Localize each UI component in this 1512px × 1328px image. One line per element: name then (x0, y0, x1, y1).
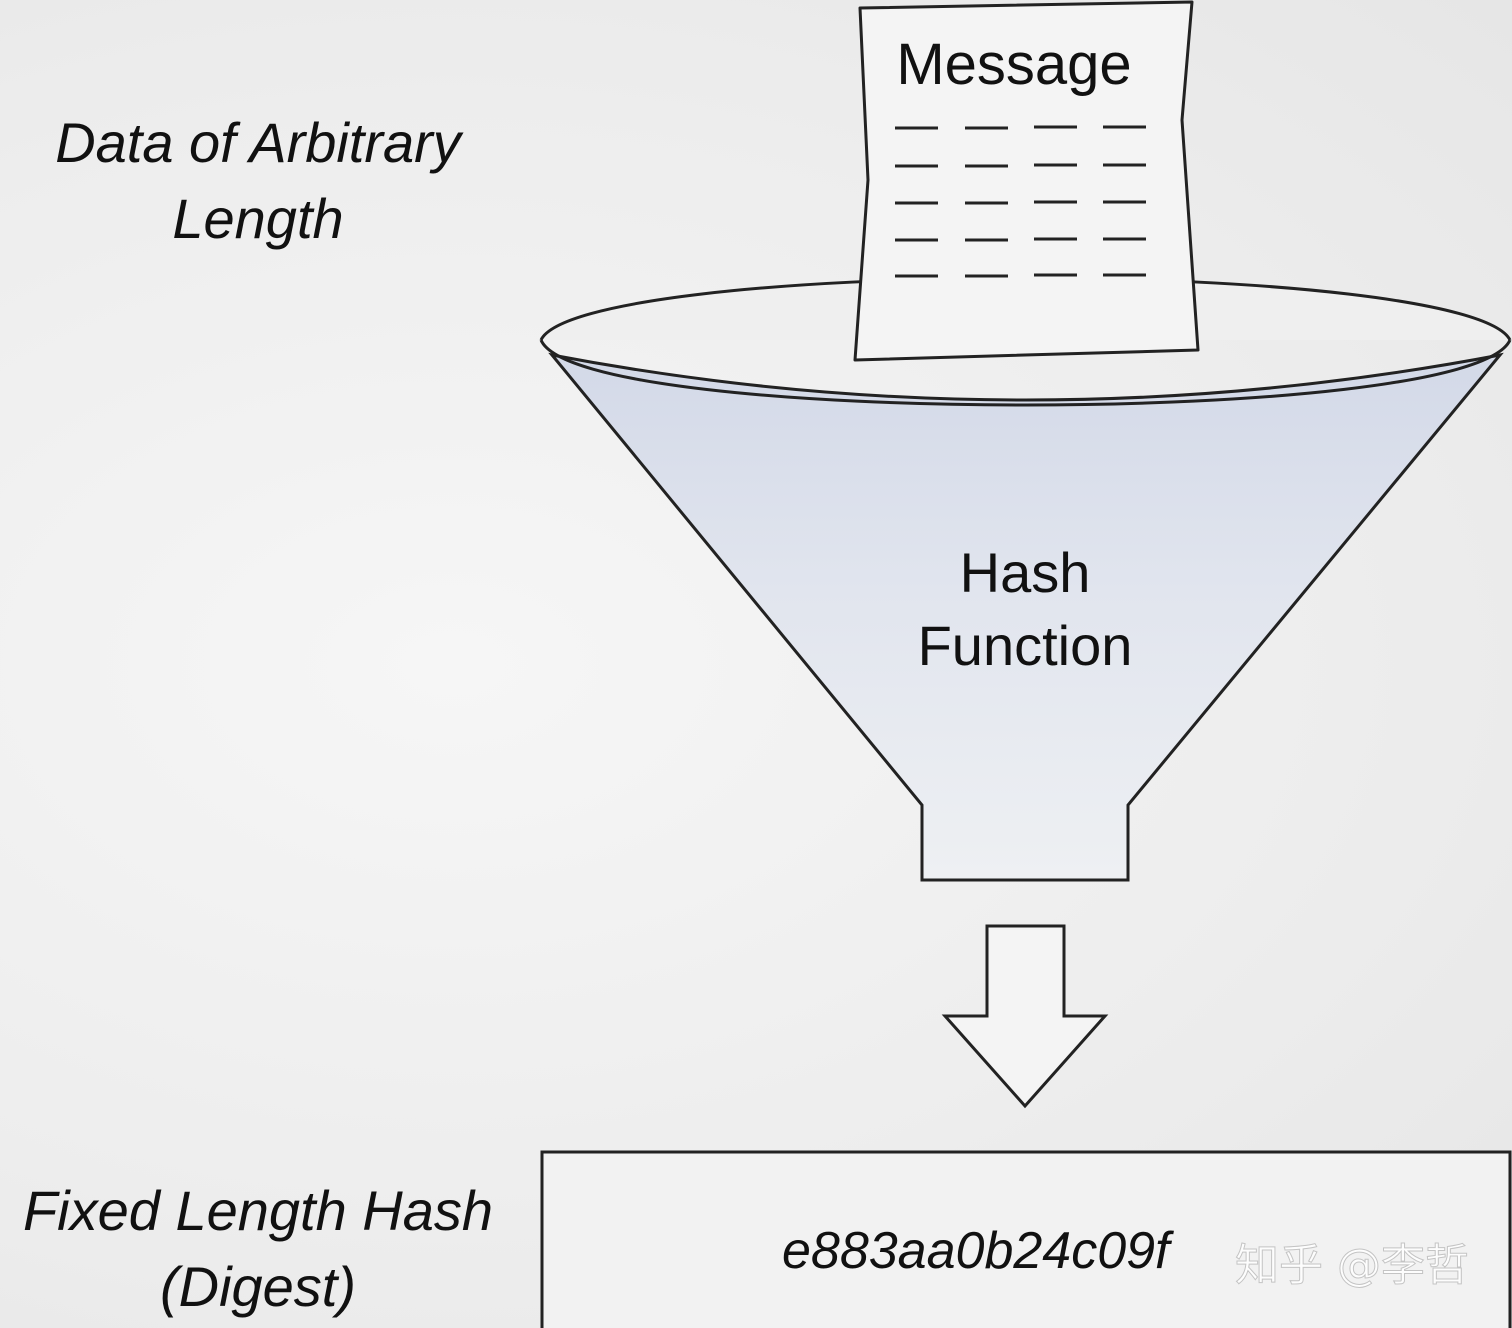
output-label-line2: (Digest) (160, 1255, 356, 1318)
down-arrow-icon (941, 924, 1109, 1109)
message-document: Message (853, 0, 1200, 362)
function-label-line2: Function (918, 614, 1133, 677)
watermark-text: 知乎 @李哲 (1235, 1240, 1469, 1291)
digest-box (540, 1150, 1512, 1328)
input-label-line1: Data of Arbitrary (55, 111, 464, 174)
message-label: Message (896, 32, 1131, 97)
message-text-lines (895, 125, 1146, 278)
output-label-line1: Fixed Length Hash (23, 1179, 493, 1242)
input-label-line2: Length (172, 187, 343, 250)
funnel-rim-front (539, 339, 1512, 407)
digest-value: e883aa0b24c09f (782, 1222, 1174, 1280)
message-paper (853, 0, 1200, 362)
function-label-line1: Hash (960, 541, 1091, 604)
